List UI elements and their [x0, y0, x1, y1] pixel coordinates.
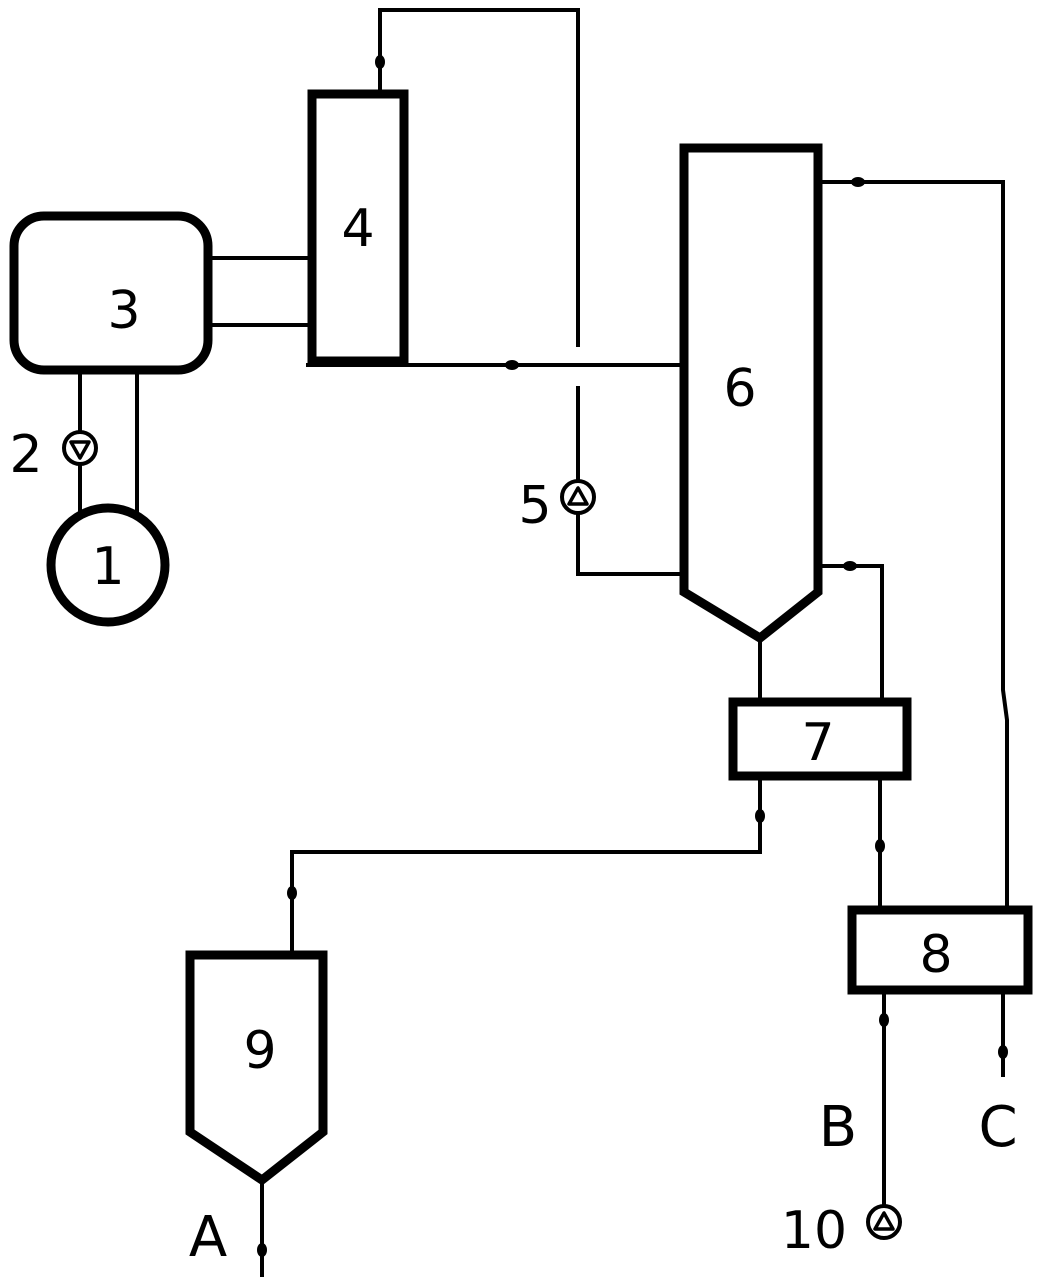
flow-dot — [875, 839, 885, 853]
unit-9-vessel — [185, 950, 328, 1186]
label-unit-3: 3 — [107, 281, 140, 341]
flow-dot — [257, 1243, 267, 1257]
label-unit-4: 4 — [341, 199, 374, 259]
label-unit-2: 2 — [9, 425, 42, 485]
flow-dot — [505, 360, 519, 370]
flow-dot — [755, 809, 765, 823]
unit-9[interactable] — [185, 950, 328, 1186]
unit-8[interactable] — [847, 905, 1033, 995]
pipe-4-top-loop — [378, 8, 580, 347]
label-unit-6: 6 — [723, 359, 756, 419]
flow-dot — [287, 886, 297, 900]
pump-5-arrow — [567, 486, 589, 506]
unit-1[interactable] — [46, 503, 170, 627]
flow-dot — [879, 1013, 889, 1027]
unit-4[interactable] — [307, 89, 409, 366]
pipe-6-top-to-c — [816, 180, 1009, 910]
unit-3[interactable] — [9, 211, 213, 375]
flow-dot — [851, 177, 865, 187]
unit-4-vessel — [307, 89, 409, 366]
unit-1-tank — [46, 503, 170, 627]
label-stream-c: C — [978, 1095, 1017, 1160]
label-unit-7: 7 — [801, 713, 834, 773]
flow-dot — [843, 561, 857, 571]
unit-6-vessel — [679, 143, 823, 644]
pump-10-arrow — [873, 1211, 895, 1231]
unit-6[interactable] — [679, 143, 823, 644]
label-unit-1: 1 — [91, 537, 124, 597]
pipe-7-to-9 — [290, 774, 762, 957]
label-stream-a: A — [189, 1205, 227, 1270]
label-unit-9: 9 — [243, 1021, 276, 1081]
pipe-pump-5-to-6 — [576, 511, 686, 576]
flow-markers — [257, 55, 1008, 1257]
pump-2[interactable] — [62, 430, 98, 466]
labels: 1 2 3 4 5 6 7 8 9 10 A B C — [9, 199, 1017, 1270]
flow-dot — [375, 55, 385, 69]
label-unit-5: 5 — [518, 476, 551, 536]
flow-dot — [998, 1045, 1008, 1059]
unit-8-vessel — [847, 905, 1033, 995]
pipe-6-to-7-return — [820, 564, 884, 704]
unit-3-vessel — [9, 211, 213, 375]
label-unit-8: 8 — [919, 925, 952, 985]
label-stream-b: B — [819, 1095, 857, 1160]
label-unit-10: 10 — [781, 1201, 847, 1261]
unit-7[interactable] — [728, 697, 912, 781]
pump-2-arrow — [69, 440, 91, 460]
unit-7-vessel — [728, 697, 912, 781]
pump-10[interactable] — [866, 1204, 902, 1240]
pump-5[interactable] — [560, 479, 596, 515]
